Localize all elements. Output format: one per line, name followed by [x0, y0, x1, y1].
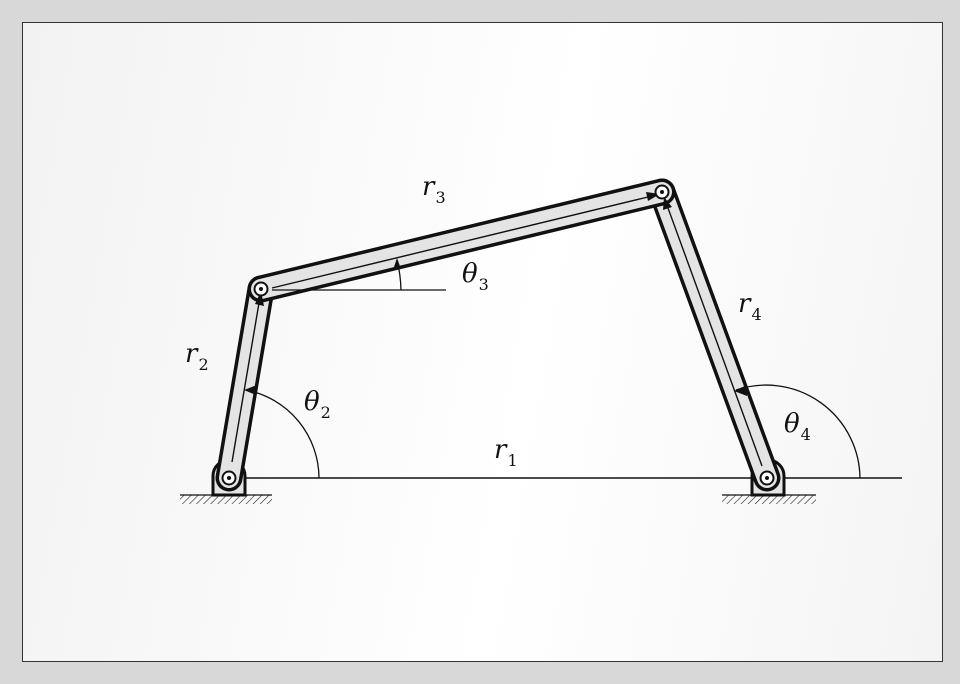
- diagram-frame: [22, 22, 943, 662]
- label-r4: r4: [738, 289, 762, 324]
- ground-hatch-left: [180, 495, 272, 504]
- label-theta4: θ4: [784, 409, 811, 444]
- vector-r3: [271, 196, 649, 289]
- theta2-arc-arrowhead: [244, 385, 257, 395]
- label-r1: r1: [494, 435, 518, 470]
- theta3-arc-arrowhead: [393, 258, 401, 270]
- pin-o4-center: [765, 476, 769, 480]
- pin-a-center: [259, 287, 263, 291]
- label-theta3: θ3: [462, 259, 489, 294]
- vector-r2: [231, 302, 260, 463]
- link-r3-body: [251, 182, 672, 299]
- label-r3: r3: [422, 172, 446, 207]
- vector-r4-arrowhead: [663, 197, 672, 210]
- theta4-arc: [735, 384, 861, 479]
- theta2-arc: [245, 389, 320, 479]
- label-r2: r2: [185, 339, 209, 374]
- label-theta2: θ2: [304, 387, 331, 422]
- theta4-arc-arrowhead: [734, 385, 747, 396]
- ground-hatch-right: [722, 495, 816, 504]
- pin-b-center: [660, 190, 664, 194]
- pin-o2-center: [227, 476, 231, 480]
- vector-r4: [667, 207, 763, 467]
